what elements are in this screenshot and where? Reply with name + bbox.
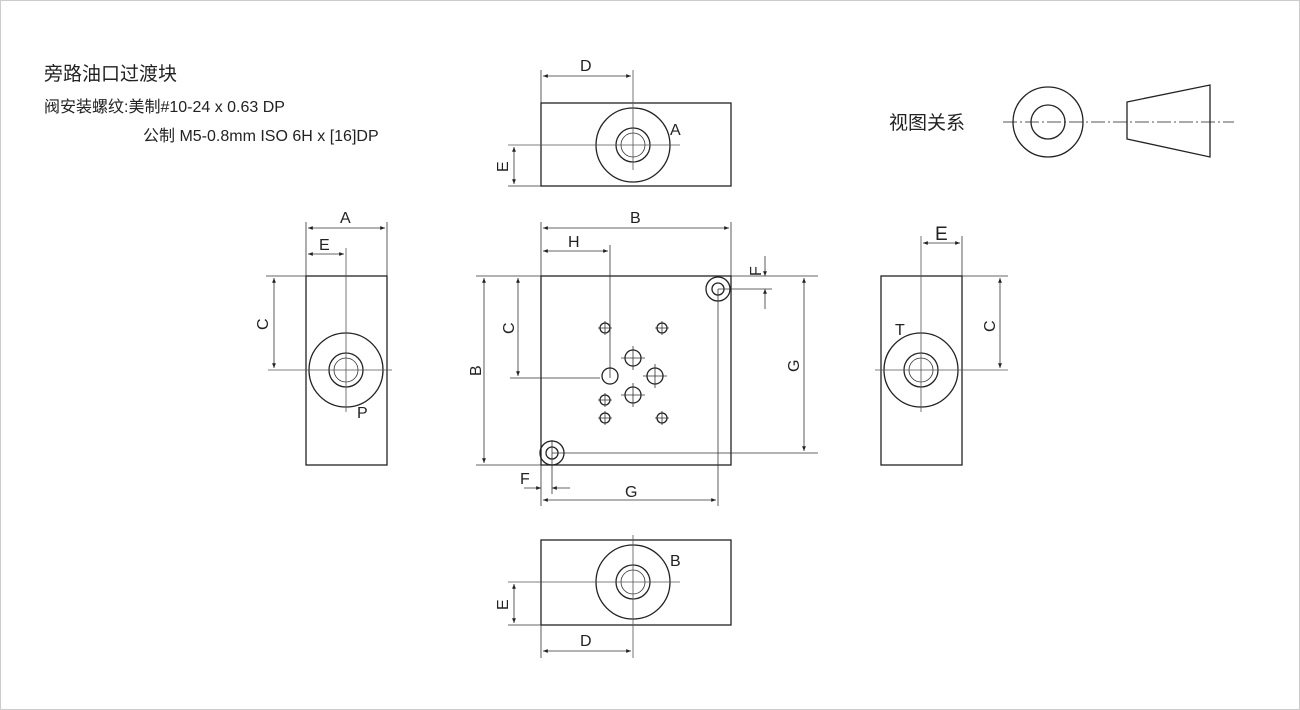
top-view: D A E (495, 58, 732, 187)
dim-label-g-right: G (786, 360, 803, 372)
port-label-p: P (357, 405, 368, 422)
thread-spec-metric: 公制 M5-0.8mm ISO 6H x [16]DP (143, 127, 379, 145)
dim-label-e-bottom: E (495, 599, 512, 610)
dim-label-f-bottom: F (520, 471, 530, 488)
mounting-face-view: B H B C G F F G (468, 210, 818, 506)
port-label-b: B (670, 553, 681, 570)
drawing-title: 旁路油口过渡块 (44, 63, 177, 85)
dim-label-c-right: C (982, 320, 999, 332)
port-label-t: T (895, 322, 905, 339)
dim-label-d: D (580, 58, 592, 75)
dim-label-e-left: E (319, 237, 330, 254)
view-relation-label: 视图关系 (889, 112, 965, 134)
dim-label-d-bottom: D (580, 633, 592, 650)
right-view: E C T (875, 224, 1008, 466)
dim-label-h: H (568, 234, 580, 251)
dim-label-g-bottom: G (625, 484, 637, 501)
dim-label-a: A (340, 210, 351, 227)
left-view: A E C P (255, 210, 392, 466)
dim-label-c-left: C (255, 318, 272, 330)
dim-label-b-top: B (630, 210, 641, 227)
dim-label-c-center: C (501, 322, 518, 334)
port-label-a: A (670, 122, 681, 139)
dim-label-e-top: E (495, 161, 512, 172)
bottom-view: B E D (495, 535, 732, 658)
port-pattern (598, 321, 669, 425)
dim-label-b-left: B (468, 365, 485, 376)
dim-label-e-right: E (935, 224, 948, 245)
view-relation-symbol: 视图关系 (889, 84, 1234, 158)
thread-spec-imperial: 阀安装螺纹:美制#10-24 x 0.63 DP (44, 98, 285, 116)
dim-label-f-right: F (748, 266, 765, 276)
